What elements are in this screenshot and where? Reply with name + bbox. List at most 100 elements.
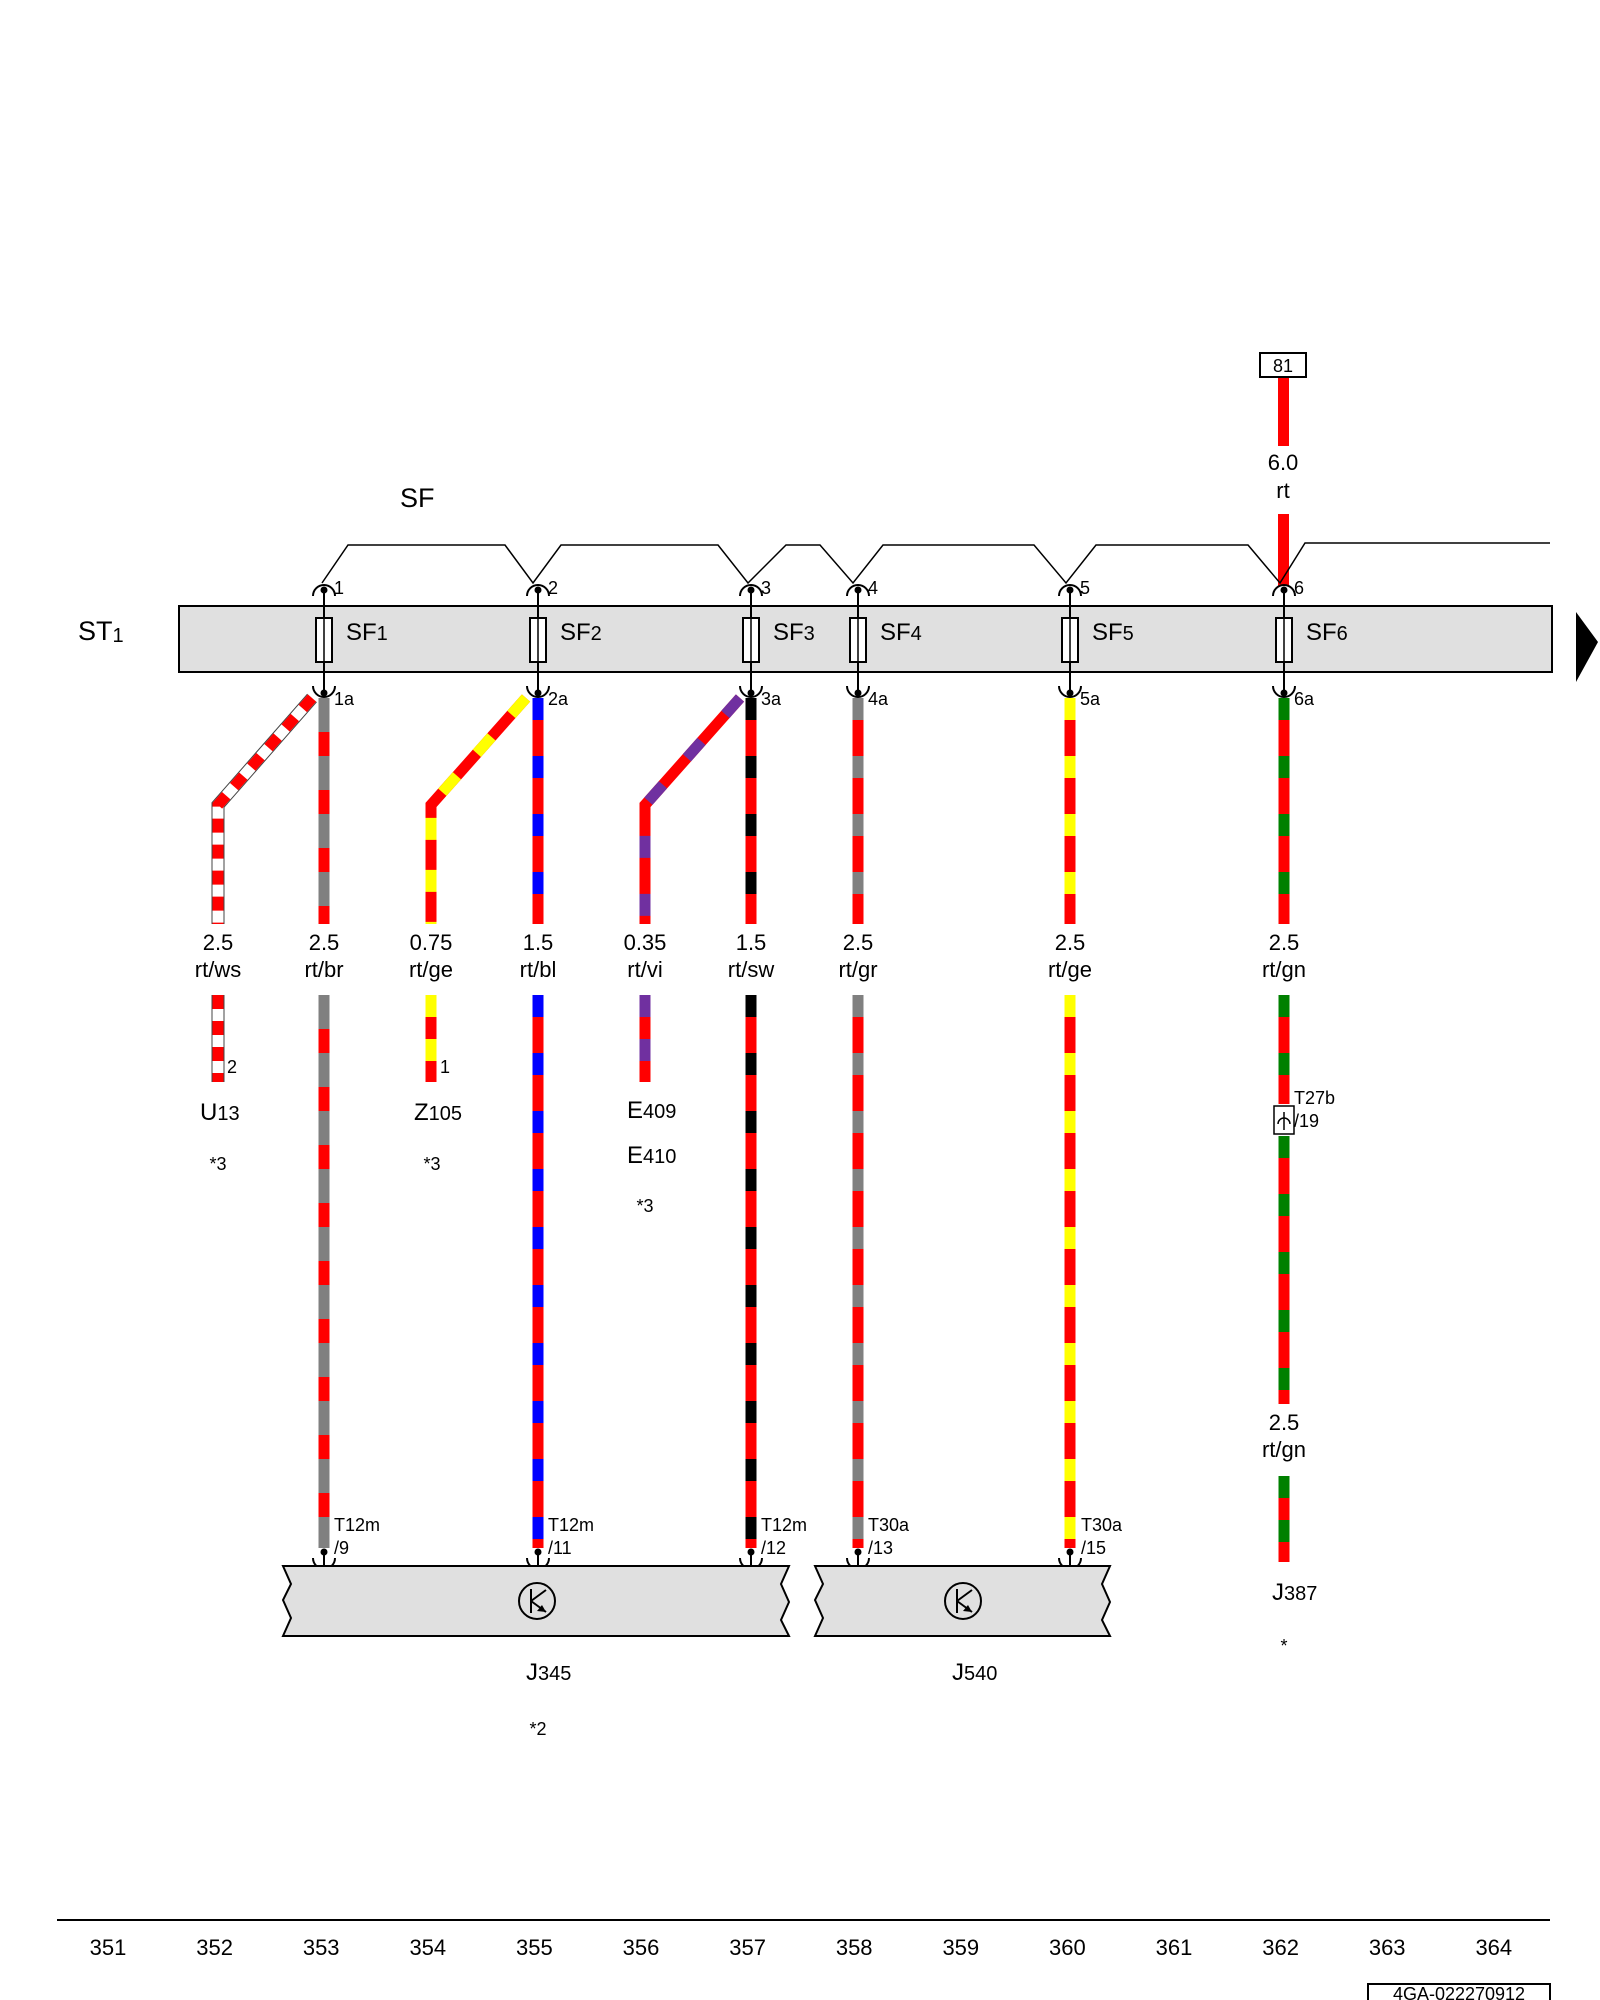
ruler-number: 354 bbox=[409, 1935, 446, 1960]
ruler-number: 357 bbox=[729, 1935, 766, 1960]
wire-gauge: 2.5 bbox=[1269, 930, 1300, 955]
component-e410: E410 bbox=[627, 1142, 676, 1169]
wire-gauge: 0.75 bbox=[410, 930, 453, 955]
fuse-in-pin: 5 bbox=[1080, 578, 1090, 598]
wire-gauge: 2.5 bbox=[309, 930, 340, 955]
ruler-number: 360 bbox=[1049, 1935, 1086, 1960]
ruler-number: 363 bbox=[1369, 1935, 1406, 1960]
fuse-name: SF1 bbox=[346, 619, 388, 646]
pin-arc-icon bbox=[1058, 685, 1082, 698]
wire-gauge: 1.5 bbox=[736, 930, 767, 955]
wire-color: rt/vi bbox=[627, 957, 662, 982]
fuse-name: SF6 bbox=[1306, 619, 1348, 646]
component-note: *2 bbox=[529, 1719, 546, 1739]
pin-arc-icon bbox=[1272, 685, 1296, 698]
connector-pin: /19 bbox=[1294, 1111, 1319, 1131]
component-j540: J540 bbox=[952, 1659, 997, 1686]
fuse-name: SF2 bbox=[560, 619, 602, 646]
wire-rt-ge bbox=[425, 694, 531, 924]
doc-code: 4GA-022270912 bbox=[1393, 1984, 1525, 2000]
component-pin: 2 bbox=[227, 1057, 237, 1077]
fuse-bus-line bbox=[321, 542, 1550, 585]
fuse-name: SF5 bbox=[1092, 619, 1134, 646]
panel-id: ST1 bbox=[78, 616, 124, 647]
wire-color: rt/gn bbox=[1262, 1437, 1306, 1462]
fuse-out-pin: 4a bbox=[868, 689, 889, 709]
feed-terminal-81: 81 bbox=[1259, 352, 1307, 378]
pin-dot-icon bbox=[1280, 689, 1288, 697]
ruler-number: 351 bbox=[90, 1935, 127, 1960]
ruler-number: 358 bbox=[836, 1935, 873, 1960]
wire-rt-vi bbox=[639, 694, 745, 924]
pin-arc-icon bbox=[312, 685, 336, 698]
connector-name: T30a bbox=[1081, 1515, 1123, 1535]
component-e409: E409 bbox=[627, 1097, 676, 1124]
component-note: *3 bbox=[636, 1196, 653, 1216]
fuse-sf5: SF5 5 5a bbox=[1058, 578, 1134, 709]
fuse-out-pin: 5a bbox=[1080, 689, 1101, 709]
fuse-group-label: SF bbox=[400, 483, 435, 513]
fuse-in-pin: 1 bbox=[334, 578, 344, 598]
ruler-number: 352 bbox=[196, 1935, 233, 1960]
pin-arc-icon bbox=[526, 685, 550, 698]
wires bbox=[211, 693, 1290, 1570]
feed-gauge: 6.0 bbox=[1268, 450, 1299, 475]
wire-color: rt/br bbox=[304, 957, 343, 982]
connector-name: T12m bbox=[761, 1515, 807, 1535]
connector-pin: /9 bbox=[334, 1538, 349, 1558]
fuse-out-pin: 3a bbox=[761, 689, 782, 709]
fuse-name: SF3 bbox=[773, 619, 815, 646]
pin-arc-icon bbox=[846, 584, 870, 597]
fuse-in-pin: 4 bbox=[868, 578, 878, 598]
pin-dot-icon bbox=[320, 689, 328, 697]
pin-dot-icon bbox=[854, 689, 862, 697]
wire-gauge: 2.5 bbox=[203, 930, 234, 955]
wire-gauge: 0.35 bbox=[624, 930, 667, 955]
transistor-icon bbox=[944, 1582, 982, 1620]
wire-gauge: 2.5 bbox=[843, 930, 874, 955]
fuse-sf1: SF1 1 1a bbox=[312, 578, 388, 709]
connector-name: T12m bbox=[334, 1515, 380, 1535]
wire-labels: 2.5 rt/ws 2.5 rt/br 0.75 rt/ge 1.5 rt/bl… bbox=[195, 930, 1306, 1462]
wire-rt-ws bbox=[211, 693, 317, 924]
ruler-number: 355 bbox=[516, 1935, 553, 1960]
feed-wire bbox=[1278, 378, 1289, 586]
component-j345: J345 bbox=[526, 1659, 571, 1686]
ruler-number: 353 bbox=[303, 1935, 340, 1960]
fuse-in-pin: 6 bbox=[1294, 578, 1304, 598]
component-note: *3 bbox=[209, 1154, 226, 1174]
transistor-icon bbox=[518, 1582, 556, 1620]
wire-color: rt/ge bbox=[409, 957, 453, 982]
pin-arc-icon bbox=[846, 685, 870, 698]
fuse-out-pin: 1a bbox=[334, 689, 355, 709]
pin-dot-icon bbox=[534, 689, 542, 697]
continuation-arrow-icon bbox=[1576, 612, 1598, 682]
pin-arc-icon bbox=[1272, 584, 1296, 597]
feed-terminal-label: 81 bbox=[1273, 356, 1293, 376]
connector-name: T30a bbox=[868, 1515, 910, 1535]
pin-dot-icon bbox=[747, 689, 755, 697]
connector-pin: /15 bbox=[1081, 1538, 1106, 1558]
ruler-number: 361 bbox=[1156, 1935, 1193, 1960]
fuse-sf4: SF4 4 4a bbox=[846, 578, 922, 709]
ruler-number: 362 bbox=[1262, 1935, 1299, 1960]
wire-color: rt/gn bbox=[1262, 957, 1306, 982]
fuse-name: SF4 bbox=[880, 619, 922, 646]
component-pin: 1 bbox=[440, 1057, 450, 1077]
component-u13: U13 bbox=[200, 1099, 240, 1126]
doc-code-box: 4GA-022270912 bbox=[1367, 1983, 1551, 2000]
wire-color: rt/sw bbox=[728, 957, 775, 982]
wire-color: rt/bl bbox=[520, 957, 557, 982]
component-j387: J387 bbox=[1272, 1579, 1317, 1606]
fuse-in-pin: 3 bbox=[761, 578, 771, 598]
connector-pin: /12 bbox=[761, 1538, 786, 1558]
wire-gauge: 1.5 bbox=[523, 930, 554, 955]
connector-name: T27b bbox=[1294, 1088, 1335, 1108]
control-unit-j345 bbox=[281, 1565, 791, 1637]
pin-dot-icon bbox=[1066, 689, 1074, 697]
